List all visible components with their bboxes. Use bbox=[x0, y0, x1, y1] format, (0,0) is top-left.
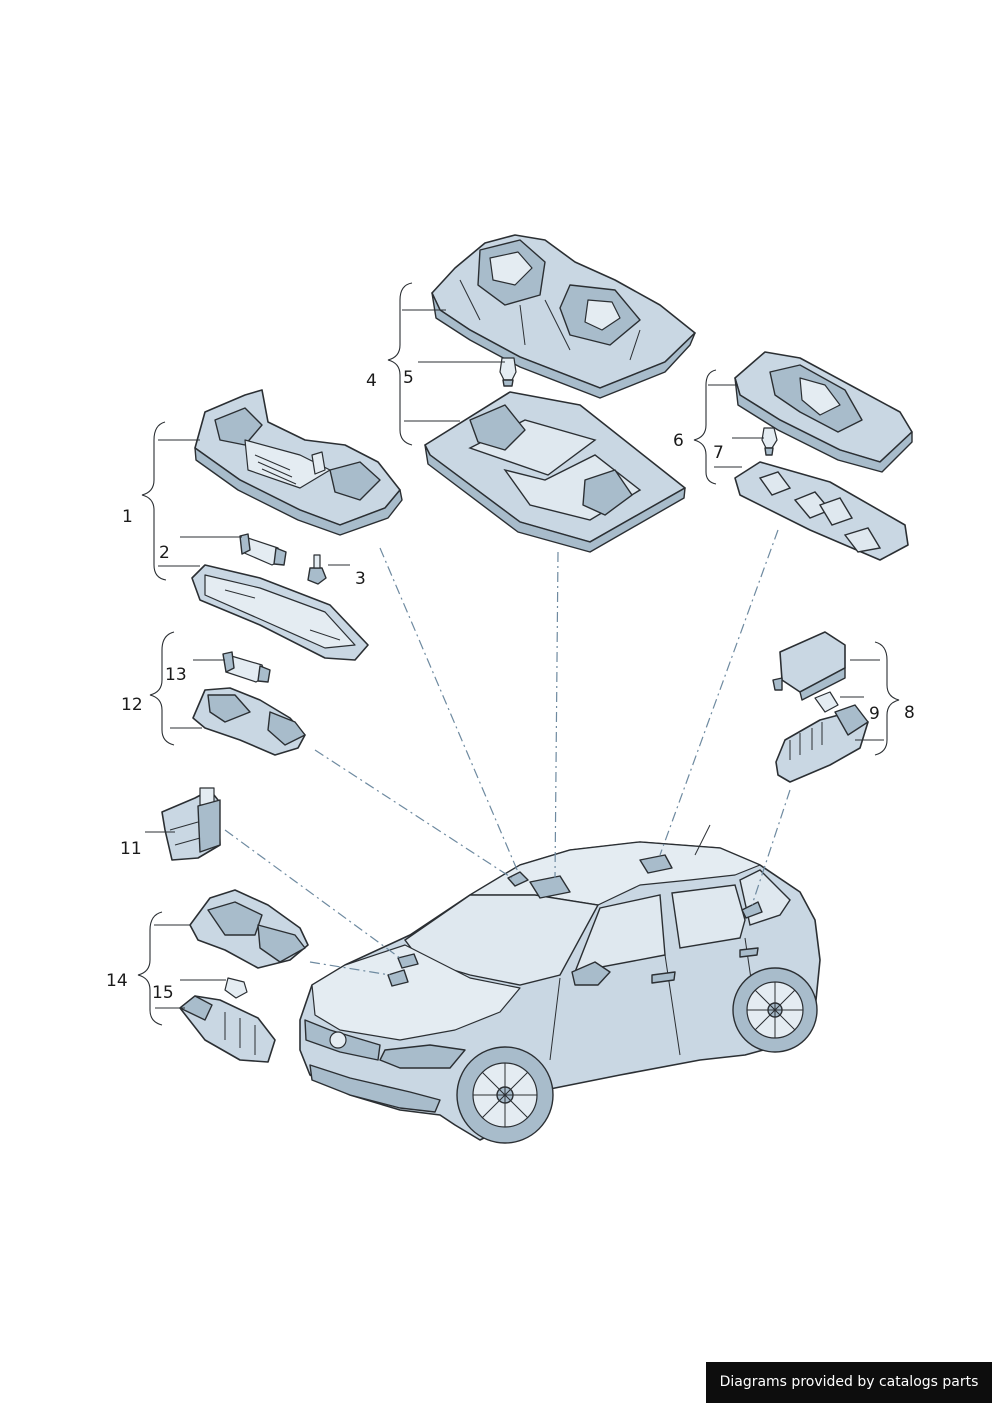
part-1-interior-light bbox=[194, 389, 403, 536]
part-number-labels: 4 5 1 2 3 6 7 13 12 9 8 11 14 15 bbox=[106, 368, 915, 1003]
label-12: 12 bbox=[121, 695, 143, 715]
label-11: 11 bbox=[120, 839, 142, 859]
part-14-lamp-housing bbox=[189, 889, 309, 969]
part-4-front-roof-console bbox=[431, 234, 696, 399]
part-3-screw bbox=[307, 554, 327, 585]
label-2: 2 bbox=[159, 543, 170, 563]
callout-lines bbox=[137, 282, 900, 1026]
part-6-rear-interior-light bbox=[734, 351, 913, 473]
label-15: 15 bbox=[152, 983, 174, 1003]
location-leaders bbox=[224, 529, 791, 976]
part-4-frame bbox=[424, 391, 686, 553]
part-8-side-lamp bbox=[772, 631, 846, 701]
label-7: 7 bbox=[713, 443, 724, 463]
part-7-bulb bbox=[761, 427, 778, 456]
part-11-switch bbox=[161, 787, 221, 861]
part-2-festoon-bulb bbox=[239, 533, 287, 566]
label-1: 1 bbox=[122, 507, 133, 527]
credit-banner: Diagrams provided by catalogs parts bbox=[706, 1362, 992, 1403]
part-5-bulb bbox=[499, 357, 517, 387]
label-8: 8 bbox=[904, 703, 915, 723]
part-6-frame bbox=[734, 461, 909, 561]
label-14: 14 bbox=[106, 971, 128, 991]
part-15-bulb bbox=[224, 977, 248, 999]
part-13-festoon-bulb bbox=[222, 651, 271, 683]
label-5: 5 bbox=[403, 368, 414, 388]
label-9: 9 bbox=[869, 704, 880, 724]
part-9-bulb bbox=[814, 691, 839, 713]
part-15-lamp-base bbox=[179, 995, 276, 1063]
label-6: 6 bbox=[673, 431, 684, 451]
car-illustration bbox=[299, 824, 821, 1144]
part-8-lamp-base bbox=[775, 704, 869, 783]
part-1-lens bbox=[191, 564, 369, 661]
label-4: 4 bbox=[366, 371, 377, 391]
label-3: 3 bbox=[355, 569, 366, 589]
label-13: 13 bbox=[165, 665, 187, 685]
part-12-lamp-housing bbox=[192, 687, 306, 756]
